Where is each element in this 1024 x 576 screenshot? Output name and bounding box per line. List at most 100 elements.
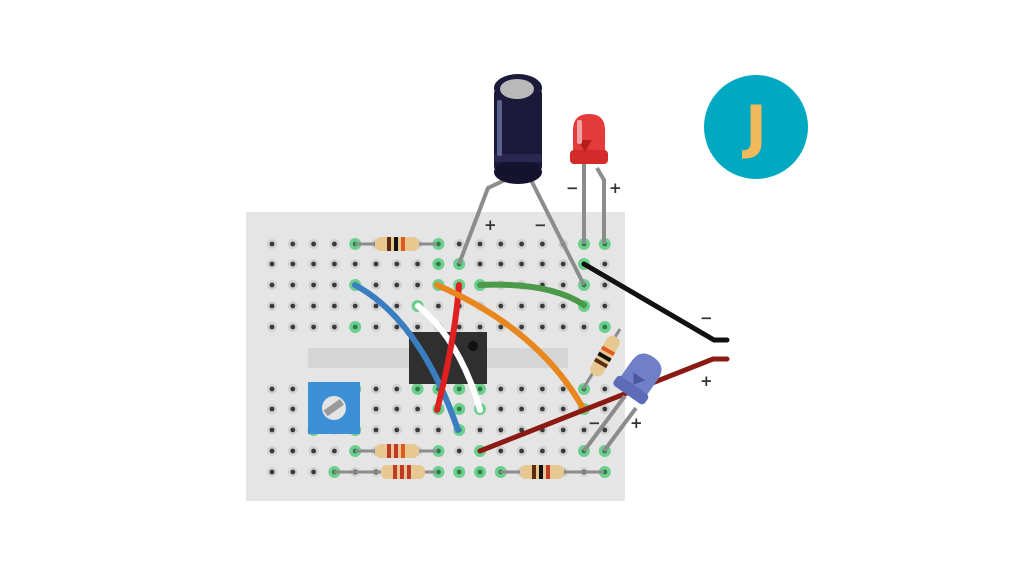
breadboard-hole-center [602, 324, 608, 330]
breadboard-hole-center [373, 261, 379, 267]
breadboard-hole-center [436, 448, 441, 454]
breadboard-hole-center [498, 303, 504, 309]
breadboard-hole-center [394, 261, 400, 267]
potentiometer [308, 382, 360, 434]
breadboard-hole-center [352, 324, 358, 330]
breadboard-hole-center [498, 448, 504, 454]
breadboard-hole-center [290, 241, 296, 247]
breadboard-hole-center [560, 386, 566, 392]
breadboard-hole-center [498, 427, 504, 433]
breadboard-hole-center [456, 469, 462, 475]
breadboard-hole-center [332, 324, 337, 330]
wire-orange [434, 282, 587, 413]
breadboard-hole-center [415, 427, 420, 433]
breadboard-hole-center [415, 261, 420, 267]
breadboard-hole-center [311, 241, 316, 247]
breadboard-hole-center [477, 386, 483, 392]
breadboard-hole-center [332, 303, 337, 309]
breadboard-hole-center [269, 406, 275, 412]
breadboard-hole-center [394, 386, 400, 392]
breadboard-hole-center [373, 303, 379, 309]
breadboard-hole-center [540, 241, 545, 247]
breadboard-hole-center [394, 303, 400, 309]
breadboard-hole-center [373, 324, 379, 330]
breadboard-hole-center [290, 469, 296, 475]
badge-letter: J [745, 93, 767, 161]
breadboard-hole-center [498, 261, 504, 267]
capacitor-minus-label: − [534, 216, 547, 234]
breadboard-hole-center [519, 406, 524, 412]
breadboard-hole-center [373, 386, 379, 392]
breadboard-hole-center [332, 448, 337, 454]
breadboard-hole-center [290, 282, 296, 288]
breadboard-hole-center [477, 427, 483, 433]
breadboard-hole-center [290, 406, 296, 412]
breadboard-hole-center [436, 427, 441, 433]
breadboard-hole-center [519, 241, 524, 247]
red-led-plus-label: + [609, 179, 622, 197]
breadboard-hole-center [311, 448, 316, 454]
breadboard-hole-center [311, 469, 316, 475]
breadboard-hole-center [436, 241, 441, 247]
breadboard-hole-center [269, 386, 275, 392]
red-led [570, 114, 608, 244]
wire-green [477, 281, 587, 308]
wire-blue [352, 282, 461, 433]
breadboard-hole-center [311, 303, 316, 309]
breadboard-hole-center [560, 261, 566, 267]
breadboard-hole-center [477, 241, 483, 247]
breadboard-hole-center [540, 261, 545, 267]
breadboard-hole-center [581, 324, 587, 330]
breadboard-hole-center [602, 282, 608, 288]
breadboard-hole-center [477, 469, 483, 475]
breadboard-hole-center [394, 427, 400, 433]
breadboard-hole-center [394, 406, 400, 412]
breadboard-hole-center [415, 386, 420, 392]
breadboard-hole-center [560, 406, 566, 412]
breadboard-hole-center [560, 303, 566, 309]
breadboard-hole-center [269, 241, 275, 247]
breadboard-hole-center [436, 469, 441, 475]
resistor-diagonal [590, 335, 620, 377]
breadboard-hole-center [436, 261, 441, 267]
breadboard-hole-center [456, 406, 462, 412]
breadboard-hole-center [373, 406, 379, 412]
red-led-minus-label: − [566, 179, 579, 197]
breadboard-hole-center [269, 282, 275, 288]
breadboard-hole-center [352, 261, 358, 267]
breadboard-hole-center [519, 427, 524, 433]
breadboard-hole-center [415, 406, 420, 412]
breadboard-hole-center [540, 386, 545, 392]
breadboard-hole-center [540, 324, 545, 330]
breadboard-hole-center [290, 386, 296, 392]
breadboard-hole-center [290, 324, 296, 330]
breadboard-hole-center [269, 427, 275, 433]
breadboard-hole-center [560, 448, 566, 454]
blue-led [582, 353, 662, 453]
project-badge: J [704, 75, 808, 179]
breadboard-hole-center [332, 261, 337, 267]
breadboard-hole-center [394, 324, 400, 330]
wire-dark-red [477, 356, 730, 454]
breadboard-hole-center [456, 241, 462, 247]
wire-black [581, 261, 730, 343]
breadboard-hole-center [519, 386, 524, 392]
breadboard-hole-center [602, 261, 608, 267]
resistor-bottom-right [520, 465, 564, 479]
breadboard-hole-center [477, 324, 483, 330]
breadboard-hole-center [540, 406, 545, 412]
blue-led-minus-label: − [588, 414, 601, 432]
resistor-bottom-left-1 [375, 444, 419, 458]
electrolytic-capacitor [457, 74, 586, 286]
breadboard-hole-center [540, 303, 545, 309]
breadboard-hole-center [456, 324, 462, 330]
breadboard-hole-center [332, 282, 337, 288]
breadboard-hole-center [498, 406, 504, 412]
breadboard-hole-center [519, 448, 524, 454]
wire-white [415, 303, 483, 413]
battery-minus-label: − [700, 309, 713, 327]
breadboard-hole-center [602, 406, 608, 412]
breadboard-hole-center [477, 261, 483, 267]
breadboard-hole-center [311, 324, 316, 330]
